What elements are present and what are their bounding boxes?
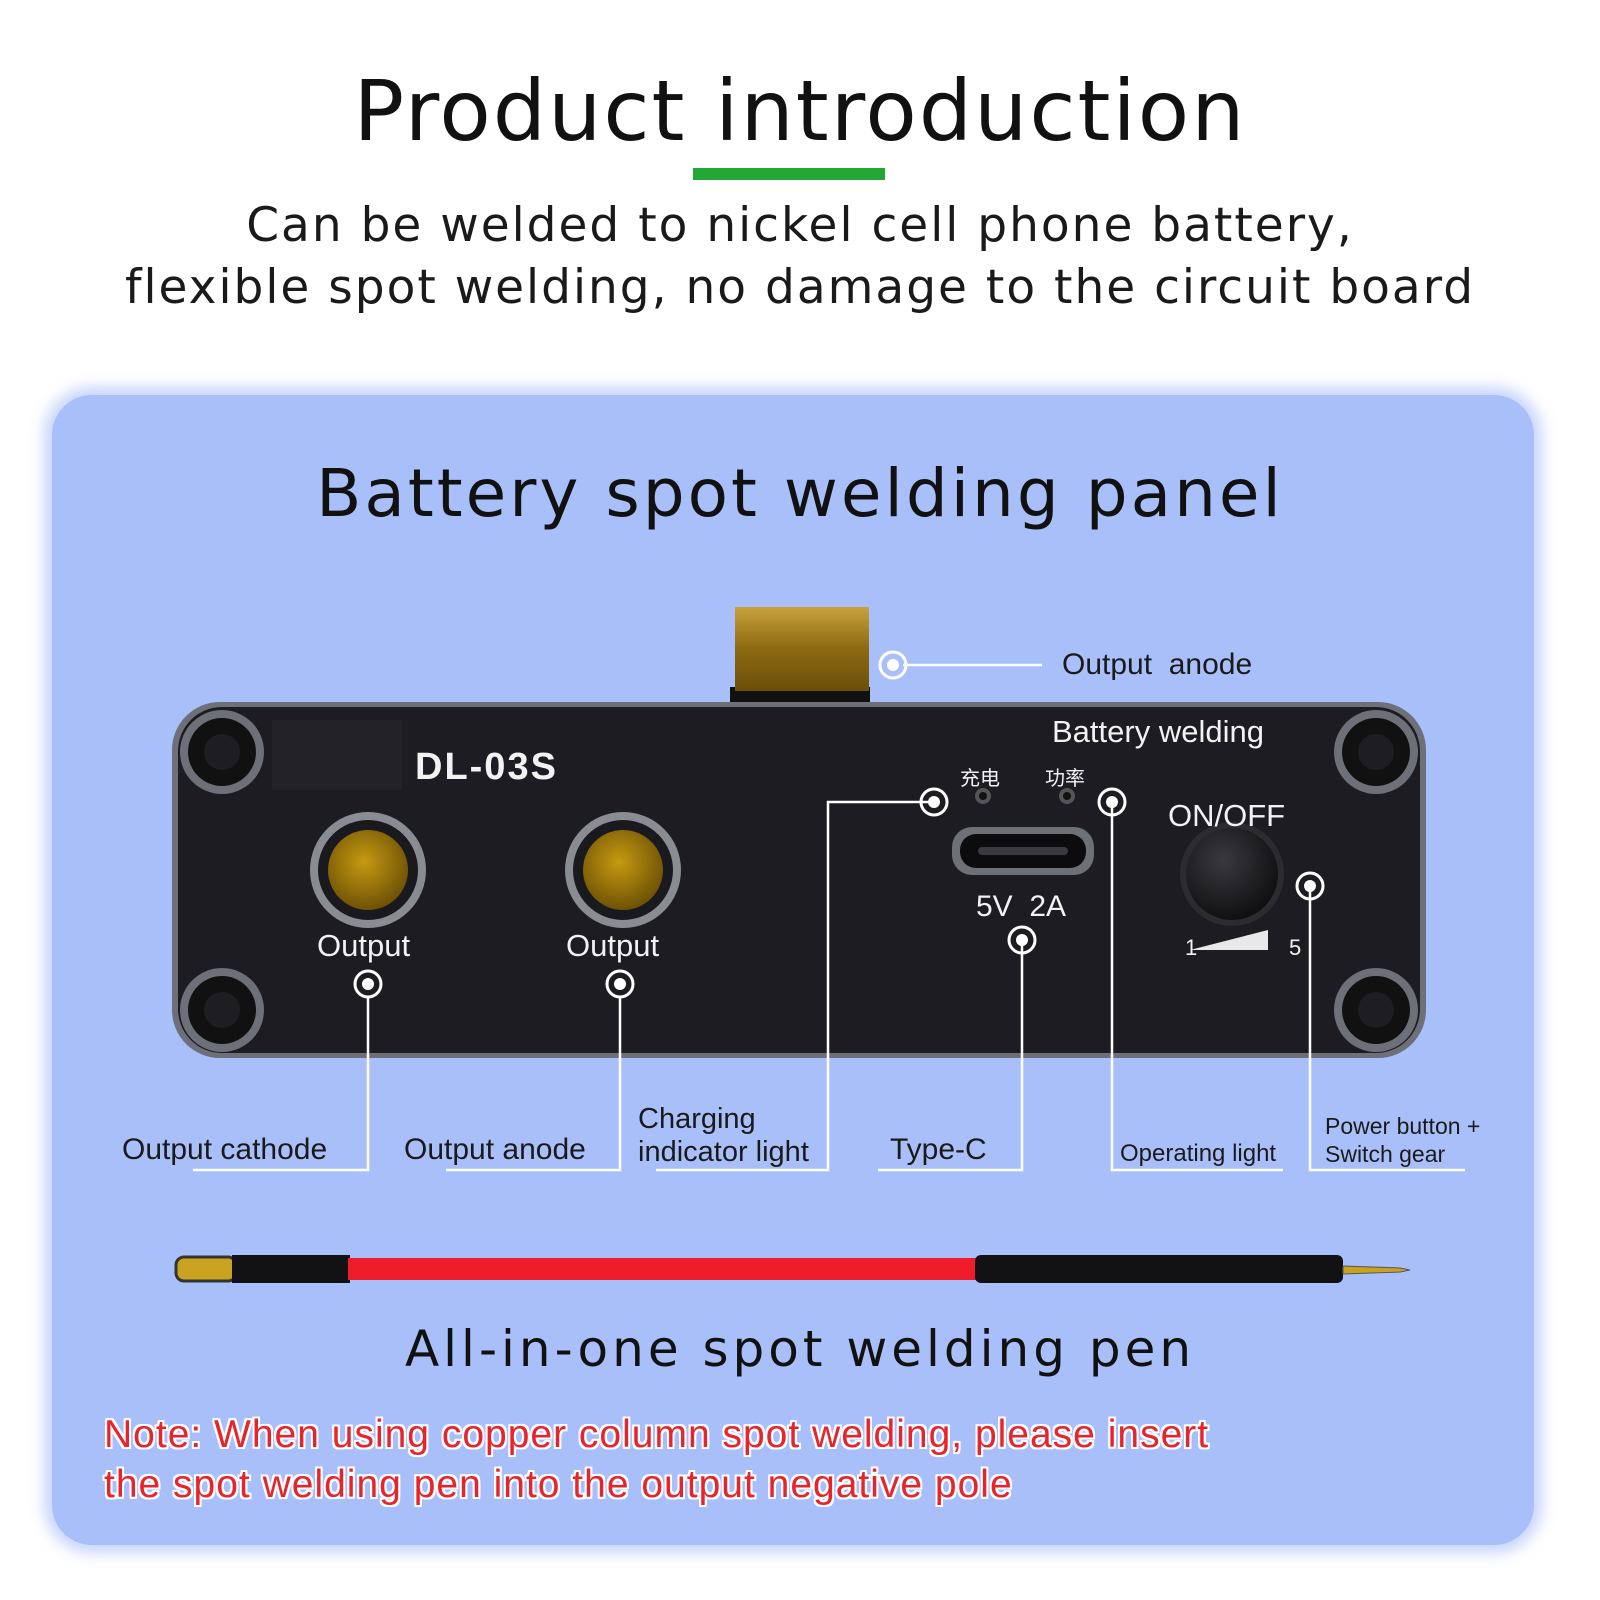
callout-output-anode-top: Output anode xyxy=(1062,648,1253,681)
pen-tip xyxy=(1342,1265,1411,1275)
callout-output-anode: Output anode xyxy=(404,1133,586,1166)
screw-icon xyxy=(180,968,264,1052)
callout-marker-icon xyxy=(1097,787,1127,817)
output-left-label: Output xyxy=(317,928,411,963)
charging-led xyxy=(975,788,991,804)
pen-sleeve-left xyxy=(232,1255,350,1283)
title-underline xyxy=(693,168,885,180)
callout-lines xyxy=(193,663,1465,1172)
gear-max-label: 5 xyxy=(1289,935,1302,960)
pen-handle xyxy=(975,1255,1343,1283)
note-line-1: Note: When using copper column spot weld… xyxy=(104,1413,1210,1456)
brand-label: Battery welding xyxy=(1052,714,1264,749)
subtitle: Can be welded to nickel cell phone batte… xyxy=(0,195,1600,319)
callout-type-c: Type-C xyxy=(890,1133,987,1166)
power-knob xyxy=(1180,822,1284,926)
output-right-label: Output xyxy=(566,928,660,963)
callout-power-line-1: Power button + xyxy=(1325,1113,1481,1139)
callout-power-line-2: Switch gear xyxy=(1325,1141,1446,1167)
logo-patch xyxy=(272,720,402,790)
gear-ramp-icon xyxy=(1190,930,1268,950)
top-connector xyxy=(730,607,870,705)
subtitle-line-1: Can be welded to nickel cell phone batte… xyxy=(246,198,1354,253)
callout-charging-indicator: Charging indicator light xyxy=(638,1103,809,1169)
pen-cable xyxy=(348,1258,978,1280)
callout-marker-icon xyxy=(919,787,949,817)
callout-marker-icon xyxy=(605,969,635,999)
panel-title: Battery spot welding panel xyxy=(316,455,1284,532)
power-led xyxy=(1059,788,1075,804)
callout-marker-icon xyxy=(1007,925,1037,955)
power-cn-label: 功率 xyxy=(1045,766,1085,790)
callout-marker-icon xyxy=(878,650,908,680)
typec-spec-label: 5V 2A xyxy=(976,890,1067,923)
callout-marker-icon xyxy=(353,969,383,999)
note: Note: When using copper column spot weld… xyxy=(104,1410,1544,1510)
output-socket-right xyxy=(565,812,681,928)
callout-charging-line-2: indicator light xyxy=(638,1136,809,1168)
page-title: Product introduction xyxy=(353,62,1247,160)
callout-power-button: Power button + Switch gear xyxy=(1325,1112,1480,1168)
output-socket-left xyxy=(310,812,426,928)
note-line-2: the spot welding pen into the output neg… xyxy=(104,1463,1013,1506)
onoff-label: ON/OFF xyxy=(1168,798,1286,833)
screw-icon xyxy=(180,710,264,794)
model-label: DL-03S xyxy=(415,746,558,788)
callout-charging-line-1: Charging xyxy=(638,1103,756,1135)
callout-output-cathode: Output cathode xyxy=(122,1133,328,1166)
charge-cn-label: 充电 xyxy=(960,766,1000,790)
connector-base xyxy=(730,687,870,705)
subtitle-line-2: flexible spot welding, no damage to the … xyxy=(124,260,1476,315)
gear-min-label: 1 xyxy=(1185,935,1198,960)
screw-icon xyxy=(1334,710,1418,794)
pen-title: All-in-one spot welding pen xyxy=(404,1320,1196,1378)
welding-pen xyxy=(174,1255,1411,1283)
callout-marker-icon xyxy=(1295,871,1325,901)
pen-plug xyxy=(174,1255,238,1283)
callout-operating-light: Operating light xyxy=(1120,1140,1277,1167)
screw-icon xyxy=(1334,968,1418,1052)
type-c-port xyxy=(952,827,1094,875)
connector-copper xyxy=(735,607,869,691)
